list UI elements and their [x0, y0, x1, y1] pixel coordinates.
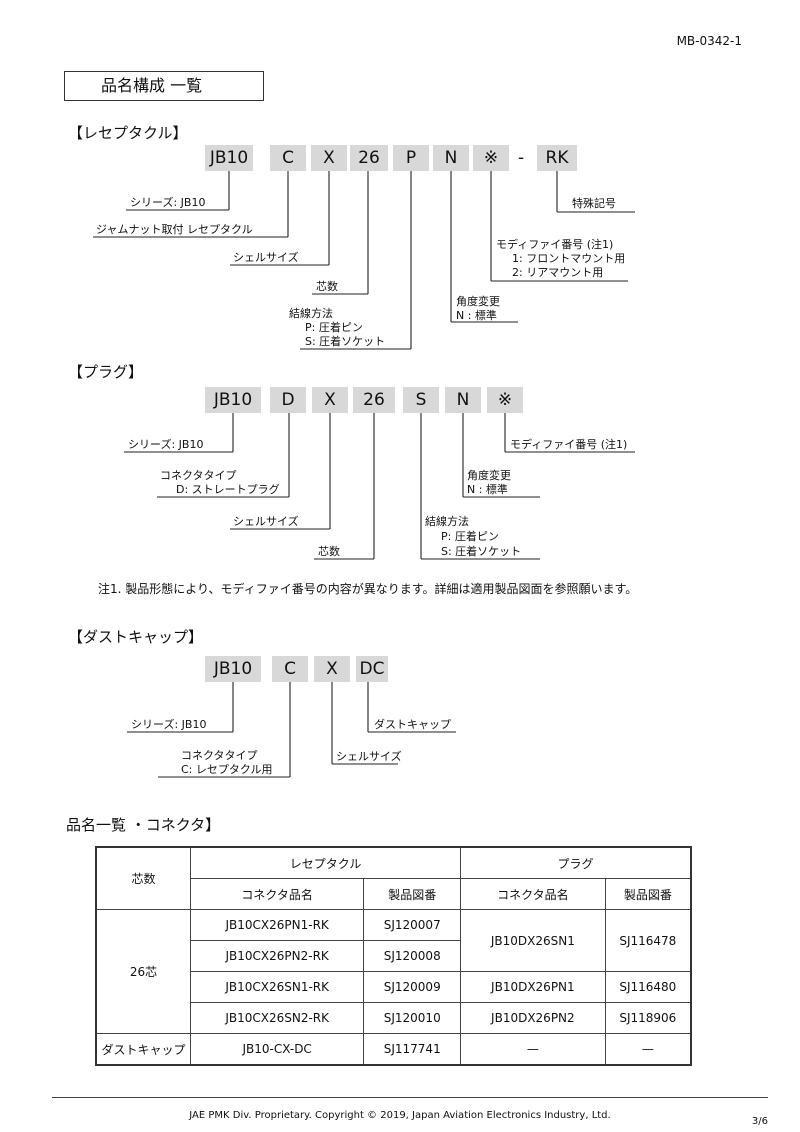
table-row: JB10CX26SN1-RK SJ120009 JB10DX26PN1 SJ11…	[96, 971, 692, 1003]
plug-type-title: コネクタタイプ	[160, 469, 237, 482]
dustcap-shell-label: シェルサイズ	[336, 750, 402, 763]
header-plug: プラグ	[460, 846, 692, 879]
dustcap-plug-drawing: —	[604, 1033, 692, 1066]
part-list-table: 芯数 レセプタクル プラグ コネクタ品名 製品図番 コネクタ品名 製品図番 26…	[95, 846, 692, 1066]
dustcap-part-name: JB10-CX-DC	[189, 1033, 365, 1066]
plug-series-label: シリーズ: JB10	[128, 438, 204, 451]
receptacle-shell-label: シェルサイズ	[233, 251, 299, 264]
plug-termination-s: S: 圧着ソケット	[441, 545, 522, 558]
page-number: 3/6	[751, 1116, 768, 1127]
header-cores: 芯数	[95, 846, 191, 910]
header-receptacle-name: コネクタ品名	[189, 878, 365, 910]
header-receptacle-drawing: 製品図番	[363, 878, 462, 910]
plug-code-modify: ※	[487, 387, 523, 413]
receptacle-part-name: JB10CX26SN1-RK	[189, 971, 365, 1003]
plug-cores-label: 芯数	[318, 545, 340, 558]
receptacle-modify-1: 1: フロントマウント用	[512, 252, 626, 265]
plug-code-series: JB10	[205, 387, 261, 413]
receptacle-code-shell: X	[311, 145, 347, 171]
part-list-heading: 品名一覧 ・コネクタ】	[66, 816, 221, 834]
dustcap-heading: 【ダストキャップ】	[68, 628, 204, 646]
note-1: 注1. 製品形態により、モディファイ番号の内容が異なります。詳細は適用製品図面を…	[98, 582, 638, 596]
receptacle-code-special: RK	[537, 145, 577, 171]
dustcap-code-type: C	[272, 656, 308, 682]
receptacle-drawing-no: SJ120009	[363, 971, 462, 1003]
receptacle-termination-title: 結線方法	[289, 307, 333, 320]
document-number: MB-0342-1	[676, 34, 742, 48]
dustcap-code-series: JB10	[205, 656, 261, 682]
receptacle-cores-label: 芯数	[316, 280, 338, 293]
dustcap-plug-name: —	[460, 1033, 606, 1066]
plug-termination-title: 結線方法	[425, 515, 469, 528]
receptacle-drawing-no: SJ120008	[363, 940, 462, 972]
header-receptacle: レセプタクル	[189, 846, 462, 879]
receptacle-series-label: シリーズ: JB10	[130, 196, 206, 209]
receptacle-drawing-no: SJ120010	[363, 1002, 462, 1034]
dustcap-drawing-no: SJ117741	[363, 1033, 462, 1066]
group-26-cores: 26芯	[95, 909, 191, 1034]
plug-angle-title: 角度変更	[467, 469, 511, 482]
receptacle-drawing-no: SJ120007	[363, 909, 462, 941]
receptacle-special-label: 特殊記号	[572, 197, 616, 210]
dustcap-code-dc: DC	[356, 656, 388, 682]
plug-code-cores: 26	[353, 387, 395, 413]
receptacle-angle-n: N : 標準	[456, 309, 497, 322]
dustcap-label: ダストキャップ	[374, 718, 451, 731]
receptacle-termination-p: P: 圧着ピン	[305, 321, 363, 334]
dustcap-code-shell: X	[314, 656, 350, 682]
receptacle-part-name: JB10CX26PN1-RK	[189, 909, 365, 941]
receptacle-termination-s: S: 圧着ソケット	[305, 335, 386, 348]
table-row-dustcap: ダストキャップ JB10-CX-DC SJ117741 — —	[95, 1033, 692, 1066]
receptacle-modify-title: モディファイ番号 (注1)	[496, 238, 614, 251]
plug-modify-label: モディファイ番号 (注1)	[510, 438, 628, 451]
plug-shell-label: シェルサイズ	[233, 515, 299, 528]
footer-copyright: JAE PMK Div. Proprietary. Copyright © 20…	[189, 1110, 611, 1121]
plug-code-angle: N	[445, 387, 481, 413]
footer-divider	[52, 1097, 768, 1098]
table-row: JB10CX26SN2-RK SJ120010 JB10DX26PN2 SJ11…	[96, 1002, 692, 1034]
plug-code-type: D	[270, 387, 306, 413]
dustcap-type-title: コネクタタイプ	[181, 749, 258, 762]
receptacle-heading: 【レセプタクル】	[68, 124, 188, 142]
receptacle-code-dash: -	[518, 148, 525, 168]
plug-drawing-no: SJ118906	[604, 1002, 692, 1034]
receptacle-code-termination: P	[393, 145, 429, 171]
page-title: 品名構成 一覧	[64, 71, 264, 101]
receptacle-code-cores: 26	[350, 145, 388, 171]
table-row: 26芯 JB10CX26PN1-RK SJ120007 JB10DX26SN1 …	[95, 909, 692, 1034]
receptacle-code-type: C	[270, 145, 306, 171]
header-plug-drawing: 製品図番	[604, 878, 692, 910]
dustcap-series-label: シリーズ: JB10	[131, 718, 207, 731]
plug-part-name: JB10DX26PN2	[460, 1002, 606, 1034]
dustcap-type-c: C: レセプタクル用	[181, 763, 273, 776]
receptacle-part-name: JB10CX26SN2-RK	[189, 1002, 365, 1034]
plug-type-d: D: ストレートプラグ	[176, 483, 280, 496]
receptacle-code-angle: N	[433, 145, 469, 171]
header-plug-name: コネクタ品名	[460, 878, 606, 910]
plug-termination-p: P: 圧着ピン	[441, 530, 499, 543]
receptacle-type-label: ジャムナット取付 レセプタクル	[96, 223, 253, 236]
receptacle-part-name: JB10CX26PN2-RK	[189, 940, 365, 972]
dustcap-row-label: ダストキャップ	[95, 1033, 191, 1066]
table-header-row: 芯数 レセプタクル プラグ	[95, 846, 692, 910]
receptacle-code-series: JB10	[205, 145, 253, 171]
plug-code-shell: X	[312, 387, 348, 413]
plug-drawing-no: SJ116480	[604, 971, 692, 1003]
plug-part-name: JB10DX26SN1	[460, 909, 606, 972]
plug-part-name: JB10DX26PN1	[460, 971, 606, 1003]
plug-code-termination: S	[403, 387, 439, 413]
table-row: JB10CX26PN2-RK SJ120008	[96, 940, 691, 972]
receptacle-modify-2: 2: リアマウント用	[512, 266, 604, 279]
receptacle-code-modify: ※	[473, 145, 509, 171]
plug-drawing-no: SJ116478	[604, 909, 692, 972]
plug-heading: 【プラグ】	[68, 363, 144, 381]
receptacle-angle-title: 角度変更	[456, 295, 500, 308]
plug-angle-n: N : 標準	[467, 483, 508, 496]
